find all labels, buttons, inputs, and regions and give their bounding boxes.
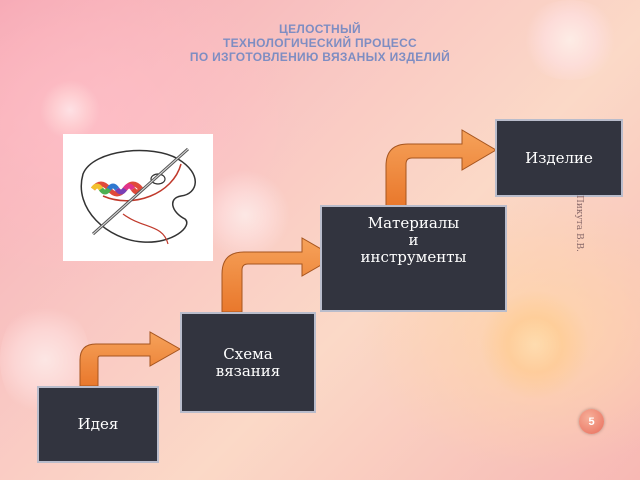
slide-title: ЦЕЛОСТНЫЙ ТЕХНОЛОГИЧЕСКИЙ ПРОЦЕСС ПО ИЗГ…	[0, 22, 640, 64]
step-scheme-label-2: вязания	[215, 361, 281, 380]
step-product: Изделие	[495, 119, 623, 197]
arrow-materials-to-product	[385, 129, 497, 207]
page-number: 5	[579, 409, 604, 434]
step-scheme-label-1: Схема	[223, 344, 273, 363]
step-scheme: Схема вязания	[180, 312, 316, 413]
decor-flower	[200, 170, 290, 260]
title-line-2: ТЕХНОЛОГИЧЕСКИЙ ПРОЦЕСС	[222, 36, 418, 50]
decor-flower	[40, 80, 100, 140]
step-idea-label: Идея	[77, 415, 119, 433]
palette-icon	[80, 147, 196, 245]
title-line-1: ЦЕЛОСТНЫЙ	[279, 22, 361, 36]
palette-illustration	[63, 134, 213, 261]
step-materials: Материалы и инструменты	[320, 205, 507, 312]
step-materials-label-2: и	[408, 231, 419, 249]
arrow-scheme-to-materials	[221, 237, 337, 313]
title-line-3: ПО ИЗГОТОВЛЕНИЮ ВЯЗАНЫХ ИЗДЕЛИЙ	[189, 50, 451, 64]
author-credit: Пикута В.В.	[574, 195, 584, 252]
arrow-idea-to-scheme	[79, 331, 182, 387]
step-materials-label-1: Материалы	[367, 214, 460, 232]
step-product-label: Изделие	[525, 148, 593, 167]
step-materials-label-3: инструменты	[360, 248, 467, 266]
step-idea: Идея	[37, 386, 159, 463]
decor-flower	[520, 0, 620, 80]
